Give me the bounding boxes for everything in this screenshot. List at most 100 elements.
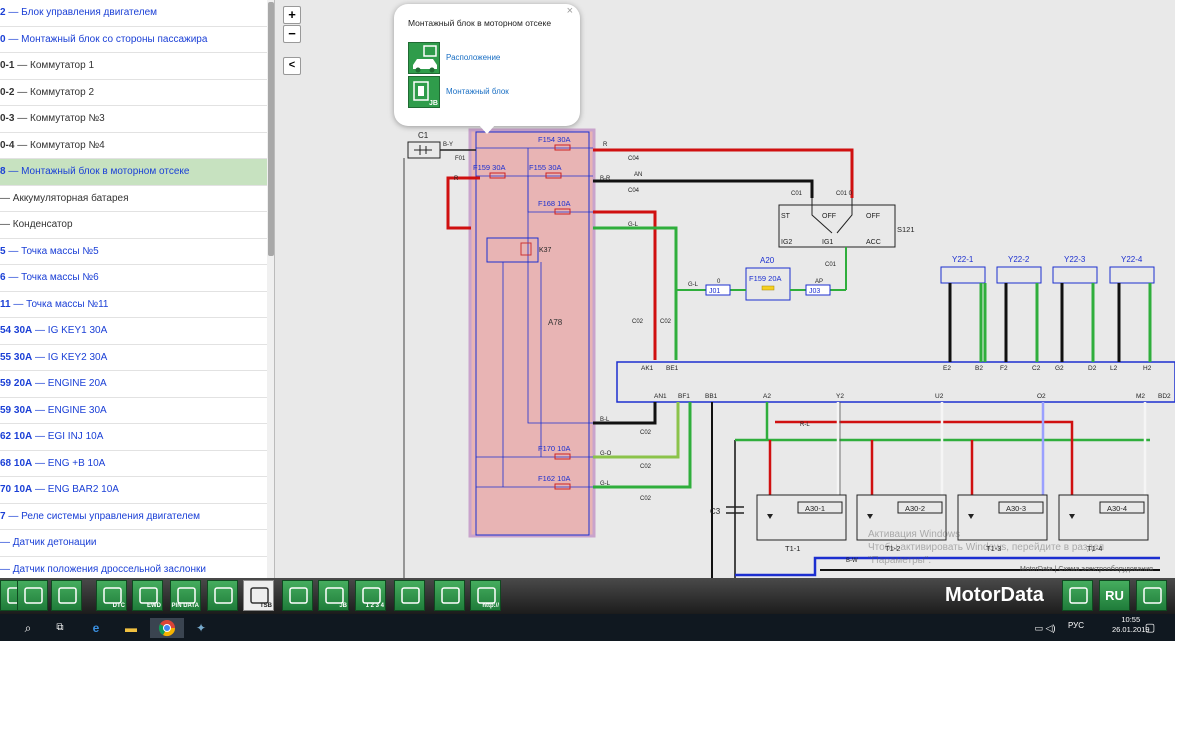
sidebar-scroll-thumb[interactable]	[268, 2, 274, 256]
sidebar-item[interactable]: — Датчик положения дроссельной заслонки	[0, 557, 267, 579]
switch-contact	[811, 198, 833, 234]
fuse-label: F162 10A	[538, 474, 571, 483]
language-button[interactable]: RU	[1099, 580, 1130, 611]
sidebar-item[interactable]: 0-4 — Коммутатор №4	[0, 133, 267, 159]
car-location-icon[interactable]	[282, 580, 313, 611]
zoom-out-button[interactable]: −	[283, 25, 301, 43]
toolbar-button-tag: TSB	[260, 603, 272, 609]
checklist-icon[interactable]	[207, 580, 238, 611]
sidebar-item-label: — IG KEY1 30A	[32, 325, 108, 336]
notifications-icon[interactable]: ▢	[1144, 622, 1156, 634]
toolbar-button-tag: EWD	[147, 603, 161, 609]
ignition-label: OFF	[822, 213, 836, 220]
coil-label: Y22-1	[952, 255, 974, 264]
igniter-module	[957, 494, 1048, 541]
bus-pin-label: BE1	[666, 365, 679, 372]
sidebar-item-code: 62 10A	[0, 431, 33, 442]
manual-icon[interactable]	[1062, 580, 1093, 611]
search-icon[interactable]: ⌕	[24, 621, 32, 635]
sidebar-item[interactable]: — Конденсатор	[0, 212, 267, 239]
sidebar-item-label: — Точка массы №6	[5, 272, 99, 283]
sidebar-item[interactable]: 55 30A — IG KEY2 30A	[0, 345, 267, 371]
diode-symbol	[1069, 514, 1075, 519]
sidebar-item[interactable]: 59 30A — ENGINE 30A	[0, 398, 267, 424]
ecu-bus-bar	[616, 361, 1175, 403]
fuse-label: F155 30A	[529, 163, 562, 172]
ignition-label: IG2	[781, 239, 792, 246]
wire-r-loop	[446, 176, 480, 230]
sidebar-item[interactable]: — Аккумуляторная батарея	[0, 186, 267, 212]
sidebar-item[interactable]: 0-1 — Коммутатор 1	[0, 53, 267, 80]
sidebar-item[interactable]: 68 10A — ENG +B 10A	[0, 451, 267, 477]
wire-r-down	[593, 210, 657, 360]
inner-line	[527, 176, 593, 213]
joint-label: J03	[809, 288, 820, 295]
sidebar-item[interactable]: 0 — Монтажный блок со стороны пассажира	[0, 27, 267, 53]
wire-color-label: AN	[634, 172, 642, 178]
sidebar-item[interactable]: 5 — Точка массы №5	[0, 239, 267, 265]
sidebar-item[interactable]: 8 — Монтажный блок в моторном отсеке	[0, 159, 267, 186]
sidebar-item[interactable]: 70 10A — ENG BAR2 10A	[0, 477, 267, 504]
junction-block-icon: JB	[408, 76, 440, 108]
bus-pin-label: E2	[943, 365, 951, 372]
sidebar-item[interactable]: 59 20A — ENGINE 20A	[0, 371, 267, 398]
sidebar-item-label: — EGI INJ 10A	[32, 431, 104, 442]
task-view-icon[interactable]: ⧉	[56, 622, 64, 633]
relay-coil	[520, 242, 532, 256]
watermark-line: Активация Windows	[868, 529, 961, 540]
windows-activation-watermark: Активация Windows Чтобы активировать Win…	[868, 528, 1168, 567]
bus-pin-label: H2	[1143, 365, 1152, 372]
bus-pin-label: L2	[1110, 365, 1118, 372]
bus-pin-label: D2	[1088, 365, 1097, 372]
sidebar-item[interactable]: 0-2 — Коммутатор 2	[0, 80, 267, 106]
zoom-in-button[interactable]: +	[283, 6, 301, 24]
tray-network-volume-icon[interactable]: ▭ ◁)	[1034, 623, 1056, 633]
warning-icon[interactable]	[394, 580, 425, 611]
chrome-browser-icon[interactable]	[150, 618, 184, 638]
sidebar-item-code: 5	[0, 245, 6, 257]
ewd-icon[interactable]: EWD	[132, 580, 163, 611]
exit-icon[interactable]	[1136, 580, 1167, 611]
fuse-symbol	[545, 172, 562, 179]
sidebar-scrollbar[interactable]	[267, 0, 274, 578]
connector-label: C02	[632, 319, 644, 325]
web-link-icon[interactable]: http://	[470, 580, 501, 611]
relay-label: K37	[539, 247, 552, 254]
sidebar-item[interactable]: — Датчик детонации	[0, 530, 267, 557]
engine-icon[interactable]	[17, 580, 48, 611]
wire-color-label: R	[454, 176, 459, 182]
collapse-sidebar-button[interactable]: <	[283, 57, 301, 75]
fuse-label: F154 30A	[538, 135, 571, 144]
input-language[interactable]: РУС	[1068, 621, 1085, 630]
dtc-icon[interactable]: DTC	[96, 580, 127, 611]
junction-block-icon[interactable]: JB	[318, 580, 349, 611]
sidebar-item[interactable]: 62 10A — EGI INJ 10A	[0, 424, 267, 451]
joint-label: J01	[709, 288, 720, 295]
tsb-icon[interactable]: TSB	[243, 580, 274, 611]
sidebar-item[interactable]: 2 — Блок управления двигателем	[0, 0, 267, 27]
wheel-icon[interactable]	[51, 580, 82, 611]
sidebar-item[interactable]: 0-3 — Коммутатор №3	[0, 106, 267, 133]
toolbar-button-tag: 1 2 3 4	[365, 603, 384, 609]
sidebar-item-label: — ENG +B 10A	[32, 457, 106, 469]
igniter-connector	[797, 501, 843, 514]
wire-b-l	[593, 402, 657, 425]
sidebar-item-code: 55 30A	[0, 351, 33, 363]
taskbar-clock[interactable]: 10:55 26.01.2019	[1112, 615, 1150, 635]
numbers-icon[interactable]: 1 2 3 4	[355, 580, 386, 611]
file-explorer-icon[interactable]: ▬	[125, 621, 137, 635]
sidebar-item[interactable]: 7 — Реле системы управления двигателем	[0, 504, 267, 530]
sidebar-item[interactable]: 6 — Точка массы №6	[0, 265, 267, 292]
oil-can-icon[interactable]	[434, 580, 465, 611]
sidebar-item[interactable]: 11 — Точка массы №11	[0, 292, 267, 318]
sidebar-item[interactable]: 54 30A — IG KEY1 30A	[0, 318, 267, 345]
app-pinned-icon[interactable]: ✦	[195, 621, 207, 635]
igniter-label: T1-2	[885, 544, 900, 553]
edge-browser-icon[interactable]: e	[92, 621, 100, 635]
popup-close-button[interactable]: ×	[566, 5, 573, 17]
pin-data-icon[interactable]: PIN DATA	[170, 580, 201, 611]
wire-b-l-bottom	[735, 556, 1160, 577]
wire-color-label: G-O	[600, 451, 612, 457]
